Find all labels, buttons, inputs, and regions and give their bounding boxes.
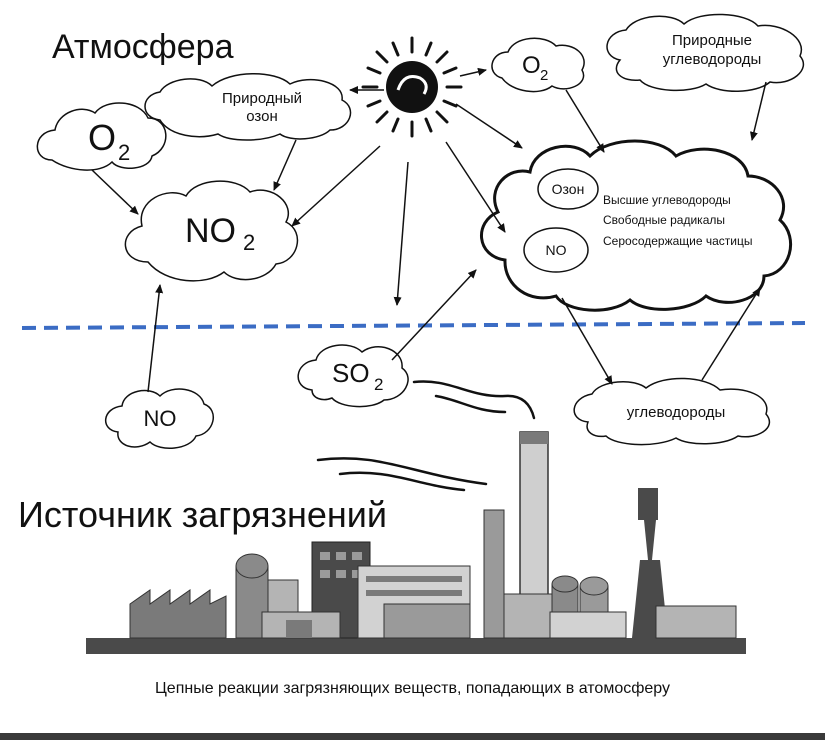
arrow-natural-hc-to-reaction-cloud (749, 81, 767, 141)
reaction-ozone-label: Озон (552, 181, 585, 197)
smoke-lines (316, 380, 536, 492)
arrow-sun-to-reaction-cloud-2 (455, 103, 523, 149)
o2-cloud: O 2 (36, 102, 167, 171)
arrow-sun-to-no2 (291, 145, 381, 227)
hydrocarbons-cloud: углеводороды (573, 377, 770, 446)
natural-hc-line1: Природные (672, 32, 752, 49)
no2-subscript: 2 (243, 230, 255, 255)
atmosphere-title: Атмосфера (52, 28, 234, 66)
so2-subscript: 2 (374, 375, 383, 394)
factory-icon (86, 431, 746, 654)
natural-hydrocarbons-cloud: Природные углеводороды (606, 13, 805, 92)
natural-ozone-line2: озон (246, 108, 278, 125)
arrow-sun-to-reaction-cloud (445, 141, 506, 233)
so2-cloud: SO 2 (297, 344, 409, 408)
no-cloud: NO (105, 388, 214, 449)
arrow-hydrocarbons-to-reaction-cloud (701, 287, 761, 381)
reaction-item-sulfur-particles: Серосодержащие частицы (603, 234, 753, 248)
o2-right-label: O (522, 52, 541, 79)
sun-icon (361, 36, 463, 138)
reaction-cloud: Озон NO Высшие углеводороды Свободные ра… (480, 139, 792, 312)
atmosphere-boundary-line (21, 321, 806, 330)
no2-cloud: NO 2 (124, 180, 299, 282)
arrow-o2-to-reaction-cloud (565, 89, 605, 153)
no2-label: NO (185, 212, 236, 250)
o2-right-subscript: 2 (540, 67, 548, 84)
reaction-item-higher-hc: Высшие углеводороды (603, 193, 731, 207)
natural-ozone-cloud: Природный озон (144, 73, 352, 141)
hydrocarbons-label: углеводороды (627, 404, 726, 421)
so2-label: SO (332, 358, 370, 388)
bottom-rule (0, 733, 825, 740)
natural-hc-line2: углеводороды (663, 51, 762, 68)
reaction-no-label: NO (546, 242, 567, 258)
pollution-source-title: Источник загрязнений (18, 494, 387, 535)
arrow-no-to-no2 (147, 284, 164, 393)
arrow-sun-to-so2 (393, 161, 409, 306)
arrow-reaction-cloud-to-hydrocarbons (561, 297, 613, 385)
arrow-so2-to-reaction-cloud (391, 269, 477, 361)
figure-caption: Цепные реакции загрязняющих веществ, поп… (154, 680, 671, 697)
o2-right-cloud: O 2 (491, 37, 585, 93)
arrow-sun-to-o2 (459, 67, 487, 77)
reaction-arrows (91, 67, 767, 393)
no-lower-label: NO (144, 406, 177, 431)
o2-left-subscript: 2 (118, 140, 130, 165)
reaction-item-free-radicals: Свободные радикалы (603, 213, 725, 227)
natural-ozone-line1: Природный (222, 90, 302, 107)
arrow-o2-to-no2 (91, 169, 139, 215)
arrow-ozone-to-no2 (273, 139, 297, 191)
o2-left-label: O (88, 117, 116, 158)
